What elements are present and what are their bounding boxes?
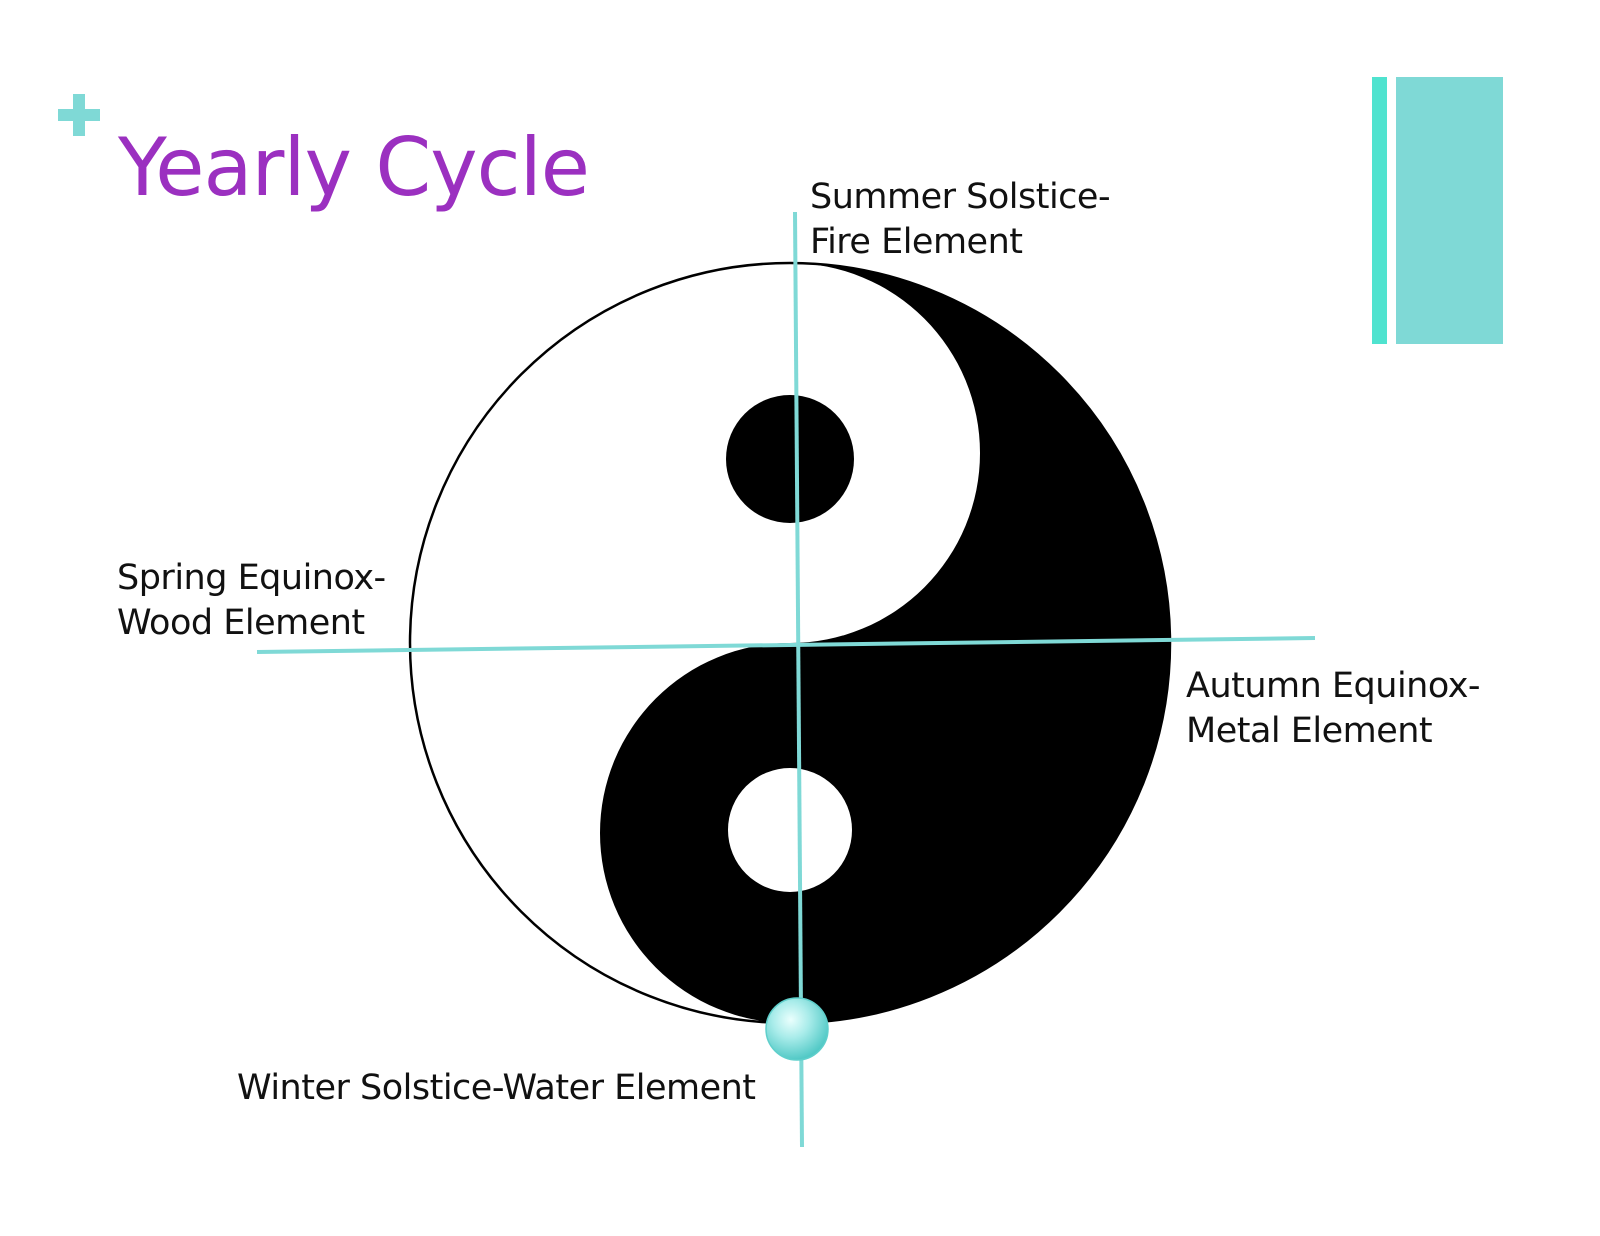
summer-solstice-label-line2: Fire Element	[810, 222, 1023, 262]
spring-equinox-label-line2: Wood Element	[117, 603, 365, 643]
summer-solstice-label-line1: Summer Solstice-	[810, 177, 1111, 217]
accent-bar-thin	[1372, 77, 1387, 344]
page-title: Yearly Cycle	[118, 121, 590, 214]
autumn-equinox-label-line2: Metal Element	[1186, 711, 1433, 751]
autumn-equinox-label-line1: Autumn Equinox-	[1186, 666, 1481, 706]
spring-equinox-label: Spring Equinox- Wood Element	[117, 556, 386, 646]
winter-solstice-label: Winter Solstice-Water Element	[237, 1066, 756, 1111]
yin-dot	[726, 395, 854, 523]
autumn-equinox-label: Autumn Equinox- Metal Element	[1186, 664, 1481, 754]
summer-solstice-label: Summer Solstice- Fire Element	[810, 175, 1111, 265]
accent-bar-wide	[1396, 77, 1503, 344]
winter-solstice-marker[interactable]	[765, 997, 829, 1061]
plus-icon-vertical	[73, 94, 85, 136]
solstice-axis-line	[793, 211, 804, 1148]
spring-equinox-label-line1: Spring Equinox-	[117, 558, 386, 598]
yang-dot	[728, 768, 852, 892]
plus-icon	[58, 94, 100, 136]
equinox-axis-line	[256, 636, 1316, 654]
winter-solstice-label-line1: Winter Solstice-Water Element	[237, 1068, 756, 1108]
